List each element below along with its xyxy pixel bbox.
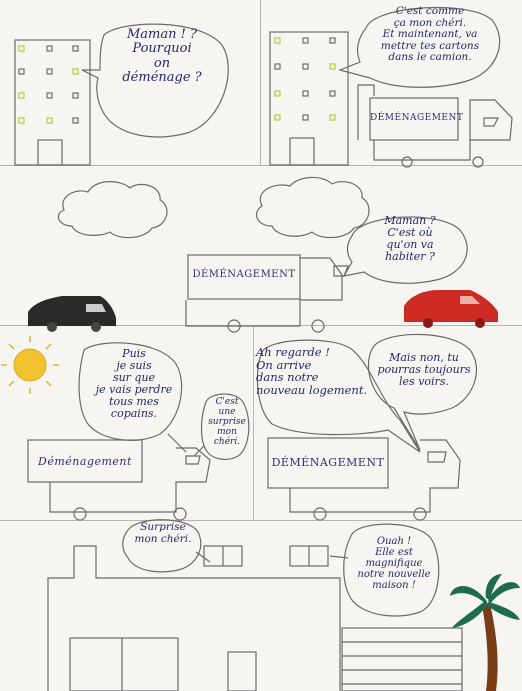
sun-drawing xyxy=(1,336,59,394)
bubble-text-p5b: C'est une surprise mon chéri. xyxy=(208,397,246,447)
building-panel2 xyxy=(269,31,349,166)
speech-bubble-p2 xyxy=(338,6,501,88)
divider-horizontal-1 xyxy=(0,165,522,166)
speech-bubble-p6a xyxy=(256,339,421,453)
divider-vertical-row3 xyxy=(253,325,254,520)
divider-vertical-row1 xyxy=(260,0,261,165)
speech-bubble-p1 xyxy=(81,23,229,138)
speech-bubble-p5a xyxy=(78,342,187,453)
bubble-text-p2: C'est comme ça mon chéri. Et maintenant,… xyxy=(380,5,480,64)
speech-bubble-p5b xyxy=(193,393,250,460)
moving-truck-panel4 xyxy=(185,254,349,333)
bubble-text-p1: Maman ! ? Pourquoi on déménage ? xyxy=(122,27,202,85)
divider-horizontal-3 xyxy=(0,520,522,521)
house-panel7 xyxy=(47,545,463,691)
bubble-text-p7b: Ouah ! Elle est magnifique notre nouvell… xyxy=(357,536,431,591)
speech-bubble-p7b xyxy=(329,523,440,617)
cloud-left xyxy=(57,181,168,239)
moving-truck-panel6 xyxy=(267,437,461,521)
black-car xyxy=(28,296,116,332)
speech-bubble-p6b xyxy=(367,333,478,451)
palm-tree xyxy=(450,574,520,691)
bubble-text-p5a: Puis je suis sur que je vais perdre tous… xyxy=(95,347,173,421)
bubble-text-p4: Maman ? C'est où qu'on va habiter ? xyxy=(384,214,436,264)
truck-label-p5: Déménagement xyxy=(38,455,132,468)
building-panel1 xyxy=(14,39,91,166)
moving-truck-panel5 xyxy=(27,439,211,521)
cloud-right xyxy=(255,176,370,239)
moving-truck-panel2 xyxy=(357,84,513,168)
bubble-text-p6a: Ah regarde ! On arrive dans notre nouvea… xyxy=(256,345,368,397)
truck-label-p4: DÉMÉNAGEMENT xyxy=(192,269,296,280)
bubble-text-p7a: Surprise mon chéri. xyxy=(134,521,192,545)
speech-bubble-p4 xyxy=(342,216,468,284)
bubble-text-p6b: Mais non, tu pourras toujours les voirs. xyxy=(377,351,471,389)
truck-label-p6: DÉMÉNAGEMENT xyxy=(271,456,385,469)
red-car xyxy=(404,290,498,328)
truck-label-p2: DÉMÉNAGEMENT xyxy=(370,113,464,123)
speech-bubble-p7a xyxy=(122,519,211,573)
